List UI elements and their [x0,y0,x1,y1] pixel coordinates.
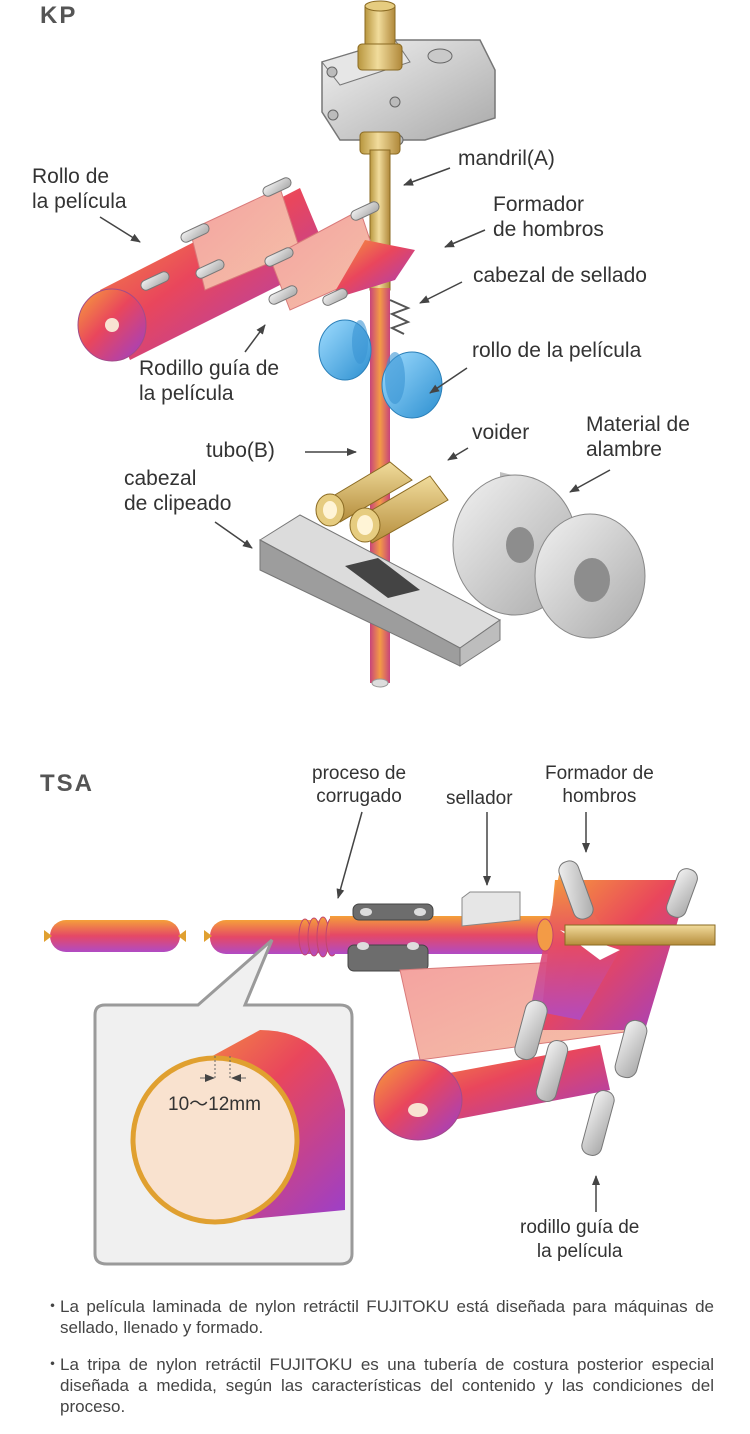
kp-leader-lines [99,167,611,549]
label-guide-roller: Rodillo guía de la película [139,357,280,405]
voider-rollers [315,461,449,544]
tsa-title: TSA [40,770,94,797]
note-item: ・ La película laminada de nylon retrácti… [44,1297,714,1337]
label-sealer: sellador [446,788,513,809]
label-voider: voider [472,421,530,444]
notes-list: ・ La película laminada de nylon retrácti… [44,1296,714,1433]
kp-title: KP [40,2,78,29]
label-film-roll: Rollo de la película [32,165,127,213]
label-film-roll-2: rollo de la película [472,339,642,362]
clipping-head [259,514,501,667]
tsa-film-roll [373,1045,610,1141]
zoom-callout [93,938,354,1266]
tsa-shoulder-former [530,870,690,1030]
label-tsa-shoulder-former: Formador de hombros [545,763,654,807]
tsa-guide-rollers [514,860,698,1156]
tsa-mandrel [564,924,716,946]
tsa-leader-lines [336,811,600,1212]
sealer-box [461,891,521,927]
note-item: ・ La tripa de nylon retráctil FUJITOKU e… [44,1355,714,1416]
label-tube: tubo(B) [206,439,275,462]
kp-illustration [77,0,646,688]
mandrel-holder [321,0,496,155]
label-wire-material: Material de alambre [586,413,690,461]
label-mandrel: mandril(A) [458,147,555,170]
label-corrugation: proceso de corrugado [312,763,407,807]
tube-clamp [347,903,434,972]
tsa-illustration [44,811,716,1266]
label-clipping-head: cabezal de clipeado [124,467,232,515]
wire-material-wheels [452,472,646,639]
label-shoulder-former: Formador de hombros [493,193,604,241]
label-dimension: 10〜12mm [168,1094,261,1115]
shoulder-former [330,240,415,300]
label-sealing-head: cabezal de sellado [473,264,647,287]
sealing-head [389,299,411,335]
label-tsa-guide-roller: rodillo guía de la película [520,1217,640,1262]
film-roll-blue [318,319,443,419]
sausage [44,920,186,952]
film-guide-rollers [140,177,380,306]
